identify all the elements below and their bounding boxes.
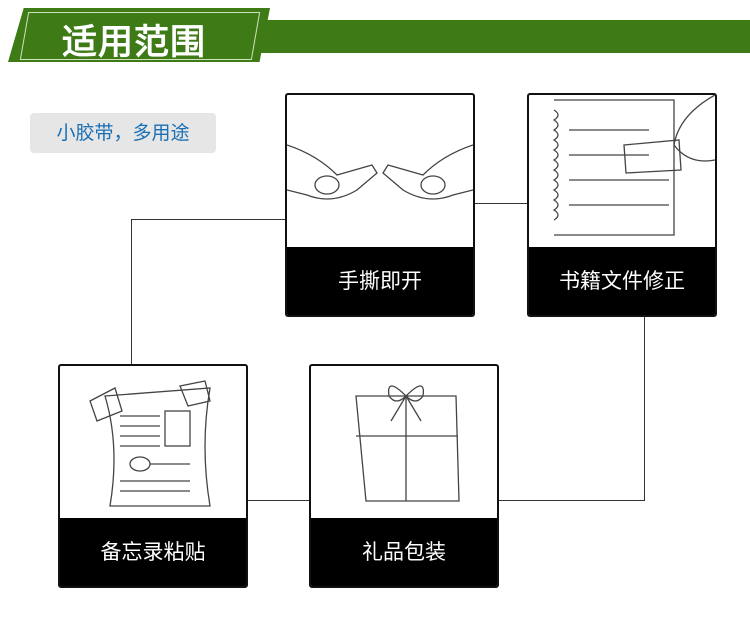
card-label: 备忘录粘贴: [60, 518, 246, 586]
card-label: 手撕即开: [287, 247, 473, 315]
connector: [644, 313, 645, 500]
card-memo: 备忘录粘贴: [58, 364, 248, 588]
card-label: 礼品包装: [311, 518, 497, 586]
card-label: 书籍文件修正: [529, 247, 715, 315]
connector: [246, 500, 310, 501]
card-tear: 手撕即开: [285, 93, 475, 317]
header-tab: [8, 8, 270, 62]
header-banner: [255, 20, 750, 53]
gift-box-icon: [355, 385, 460, 502]
card-gift: 礼品包装: [309, 364, 499, 588]
connector: [131, 219, 286, 220]
document-repair-icon: [552, 95, 715, 236]
connector: [472, 203, 528, 204]
connector: [497, 500, 645, 501]
memo-note-icon: [89, 380, 211, 507]
connector: [131, 219, 132, 364]
card-book: 书籍文件修正: [527, 93, 717, 317]
hands-tearing-tape-icon: [287, 144, 473, 200]
page-title: 适用范围: [62, 23, 207, 63]
tagline: 小胶带，多用途: [30, 113, 216, 153]
